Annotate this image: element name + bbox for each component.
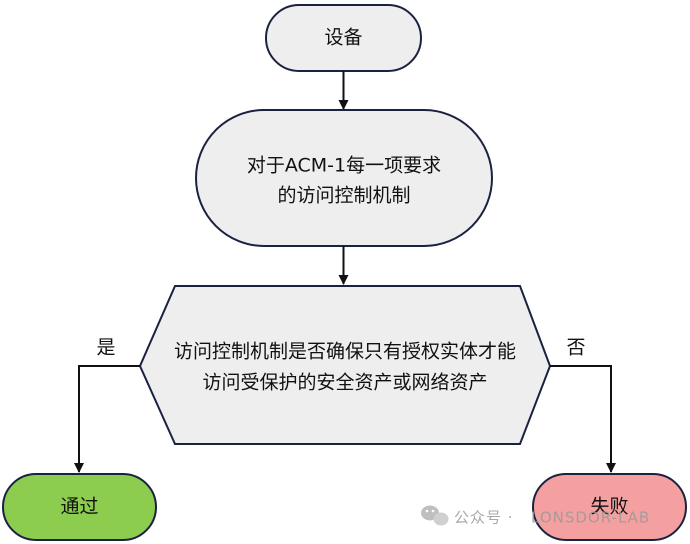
start-node: 设备 [265, 4, 422, 72]
watermark-name: LONSDOR-LAB [531, 509, 650, 527]
pass-node: 通过 [2, 473, 157, 541]
no-branch-label: 否 [566, 337, 585, 359]
decision-node-line2: 访问受保护的安全资产或网络资产 [202, 372, 487, 394]
arrow-yes-branch [74, 365, 140, 473]
fail-node-label: 失败 [590, 496, 628, 518]
decision-node-line1: 访问控制机制是否确保只有授权实体才能 [174, 341, 516, 363]
decision-node-shape [138, 285, 552, 445]
arrow-no-branch [550, 365, 616, 473]
watermark-prefix: 公众号 · [454, 509, 514, 527]
fail-node: 失败 [532, 473, 687, 541]
decision-node: 访问控制机制是否确保只有授权实体才能 访问受保护的安全资产或网络资产 [138, 285, 552, 445]
process-node-shape [195, 109, 493, 247]
process-node: 对于ACM-1每一项要求 的访问控制机制 [195, 109, 493, 247]
pass-node-shape [2, 473, 157, 541]
fail-node-shape [532, 473, 687, 541]
yes-branch-label: 是 [96, 337, 115, 359]
watermark: 公众号 · LONSDOR-LAB [421, 505, 650, 527]
wechat-icon [421, 505, 449, 526]
pass-node-label: 通过 [60, 496, 98, 518]
start-node-label: 设备 [324, 27, 362, 49]
process-node-line1: 对于ACM-1每一项要求 [247, 155, 441, 177]
process-node-line2: 的访问控制机制 [277, 185, 410, 207]
